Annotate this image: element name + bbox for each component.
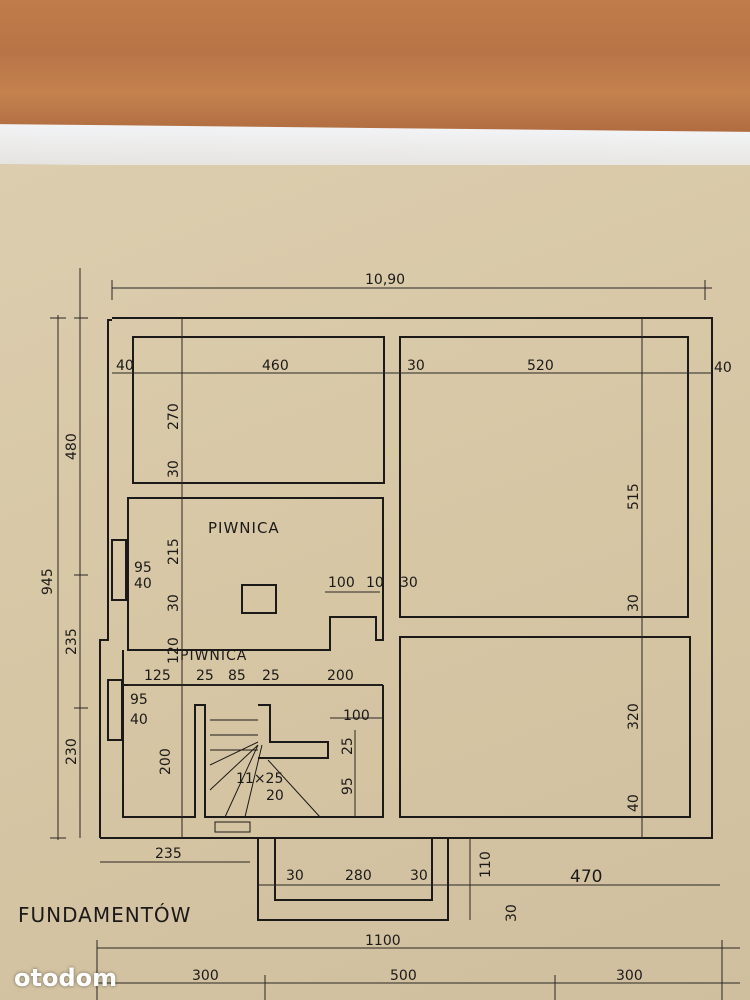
dim-label: 200 [327, 668, 354, 684]
dim-label: 320 [626, 703, 642, 730]
dim-label: 30 [166, 460, 182, 478]
dim-label: 40 [626, 794, 642, 812]
dim-label: 30 [286, 868, 304, 884]
stair-count-label: 11×25 [236, 771, 283, 787]
dim-label: 100 [343, 708, 370, 724]
dim-overall-width: 10,90 [365, 272, 405, 288]
dim-label: 30 [626, 594, 642, 612]
dim-label: 95 [340, 777, 356, 795]
dim-label: 30 [400, 575, 418, 591]
dim-label: 200 [158, 748, 174, 775]
dim-label: 480 [64, 433, 80, 460]
dimension-lines [50, 268, 740, 1000]
dim-label: 300 [616, 968, 643, 984]
dim-label: 85 [228, 668, 246, 684]
dim-label: 30 [410, 868, 428, 884]
dim-label: 300 [192, 968, 219, 984]
dim-label: 10 [366, 575, 384, 591]
walls [99, 317, 713, 921]
dim-label: 95 [134, 560, 152, 576]
dim-label: 30 [407, 358, 425, 374]
dim-label: 235 [64, 628, 80, 655]
room-top-left [132, 336, 385, 484]
dim-label: 40 [714, 360, 732, 376]
dim-label: 110 [478, 851, 494, 878]
dim-label: 460 [262, 358, 289, 374]
stair-wall [258, 704, 329, 759]
dim-label: 40 [116, 358, 134, 374]
window-left-2 [107, 679, 123, 741]
dim-left-total: 945 [40, 568, 56, 595]
dim-label: 125 [144, 668, 171, 684]
dim-label: 30 [504, 904, 520, 922]
room-label-piwnica-1: PIWNICA [208, 519, 280, 537]
stair-treads [209, 719, 321, 833]
dim-label: 95 [130, 692, 148, 708]
dim-label: 270 [166, 403, 182, 430]
dim-label: 25 [262, 668, 280, 684]
dim-label: 235 [155, 846, 182, 862]
dim-label: 280 [345, 868, 372, 884]
dim-label: 520 [527, 358, 554, 374]
dim-label: 230 [64, 738, 80, 765]
dim-overall-bottom: 1100 [365, 933, 401, 949]
dim-label: 25 [196, 668, 214, 684]
wooden-table-background [0, 0, 750, 132]
dim-label: 515 [626, 483, 642, 510]
otodom-watermark: otodom [14, 964, 118, 992]
chimney [241, 584, 277, 614]
dim-label: 40 [130, 712, 148, 728]
room-bottom-right [399, 636, 691, 818]
window-left-1 [111, 539, 127, 601]
room-piwnica-1 [127, 497, 384, 651]
porch [257, 838, 449, 921]
dim-label: 25 [340, 737, 356, 755]
dim-label: 470 [570, 867, 602, 887]
dim-label: 40 [134, 576, 152, 592]
room-label-piwnica-2: PIWNICA [180, 648, 247, 664]
dim-label: 215 [166, 538, 182, 565]
dim-label: 500 [390, 968, 417, 984]
plan-title: FUNDAMENTÓW [18, 903, 191, 927]
dim-label: 30 [166, 594, 182, 612]
stair-rise-label: 20 [266, 788, 284, 804]
room-top-right [399, 336, 689, 618]
dim-label: 120 [166, 637, 182, 664]
dim-label: 100 [328, 575, 355, 591]
